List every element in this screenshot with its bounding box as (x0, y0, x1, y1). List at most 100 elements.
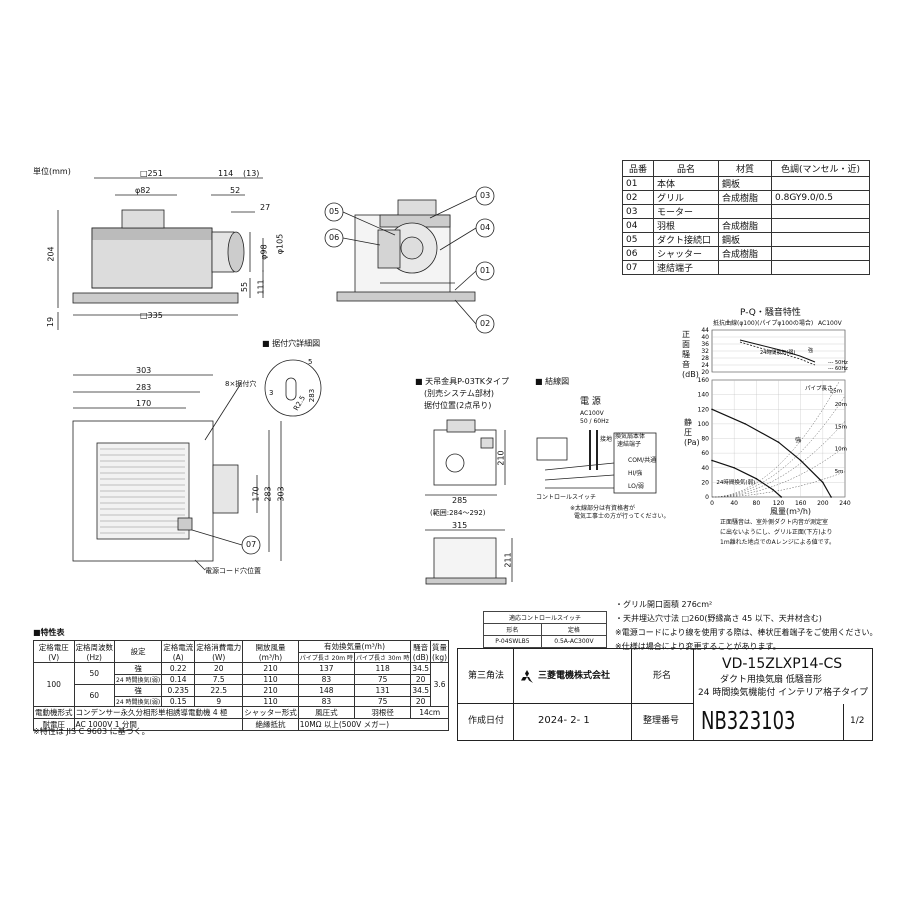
tb-desc1: ダクト用換気扇 低騒音形 (720, 675, 822, 685)
hanger-sub2: 据付位置(2点吊り) (424, 401, 492, 410)
callout-02: 02 (480, 319, 491, 328)
spec-h-power: 定格消費電力 (196, 642, 242, 652)
spec-h-eff20: パイプ長さ 20m 時 (297, 652, 356, 663)
tb-model: VD-15ZLXP14-CS (722, 656, 843, 672)
pq-x-tick-label: 240 (839, 500, 851, 507)
cell: 20 (194, 662, 244, 675)
pq-pressure-axis: 静圧(Pa) (684, 418, 700, 447)
spec-h-v: (V) (48, 652, 60, 662)
cell: 118 (354, 662, 412, 675)
pq-resistance-curve (711, 446, 846, 498)
parts-header-color: 色調(マンセル・近) (771, 160, 870, 177)
hanger-title: ■ 天吊金具P-03TKタイプ (415, 377, 509, 386)
table-row: 60 強 0.235 22.5 210 148 131 34.5 (34, 684, 449, 707)
wiring-switch: コントロールスイッチ (536, 494, 597, 501)
cell: 0.14 (161, 674, 196, 685)
noise-weak-label: 24時間換気(弱) (760, 349, 795, 356)
noise-tick-label: 28 (701, 355, 709, 362)
spec-h-noise: 騒音 (413, 642, 429, 652)
cell: 110 (242, 696, 299, 707)
noise-line-60 (739, 341, 816, 366)
spec-hz-50: 50 (73, 662, 115, 685)
tb-date: 2024- 2- 1 (538, 715, 590, 726)
legend-50: --- 50Hz (828, 360, 848, 366)
cell: 148 (297, 684, 356, 697)
pq-q-label: 風量(m³/h) (770, 507, 812, 516)
pq-vent24-label: 24時間換気(弱) (716, 478, 755, 486)
pq-y-tick-label: 100 (698, 421, 710, 428)
dim-170-top: 170 (136, 399, 152, 408)
cell: 75 (354, 674, 412, 685)
pq-point (822, 481, 824, 484)
noise-tick-label: 20 (701, 369, 709, 376)
control-switch-h2: 定格 (540, 623, 608, 636)
spec-insul-value: 10MΩ 以上(500V メガー) (297, 718, 450, 731)
note-4: ※仕様は場合により変更することがあります。 (615, 642, 781, 651)
dim-285: 285 (452, 496, 468, 505)
callout-05: 05 (329, 207, 340, 216)
tb-company: 三菱電機株式会社 (538, 671, 611, 681)
pq-point (733, 466, 735, 469)
cell: 34.5 (410, 662, 432, 675)
cell: 7.5 (194, 674, 244, 685)
cell: 0.15 (161, 696, 196, 707)
spec-mass: 3.6 (430, 662, 450, 707)
spec-h-hz: (Hz) (86, 652, 102, 662)
wiring-power: 電 源 (580, 397, 601, 407)
pq-y-tick-label: 120 (698, 406, 710, 413)
pq-point (780, 496, 783, 498)
pq-resistance-curve (711, 395, 846, 498)
hanger-sub1: (別売システム部材) (424, 389, 495, 398)
spec-insul-label: 絶縁抵抗 (242, 718, 299, 731)
wiring-com: COM/共通 (628, 457, 657, 464)
cell: 131 (354, 684, 412, 697)
cell: 速結端子 (653, 260, 719, 275)
noise-tick-label: 36 (701, 341, 709, 348)
pq-x-tick-label: 200 (817, 500, 829, 507)
pq-pipe-label: 5m (835, 469, 844, 475)
dim-303-top: 303 (136, 366, 152, 375)
noise-line-strong (739, 339, 816, 363)
cell: 0.235 (161, 684, 196, 697)
cell: 83 (297, 674, 356, 685)
cell: 34.5 (410, 684, 432, 697)
cell: 20 (410, 674, 432, 685)
hanger-range: (範囲:284～292) (430, 509, 486, 517)
pq-pipe-label: 20m (835, 402, 847, 408)
tb-page: 1/2 (850, 716, 865, 726)
pq-strong-label: 強 (795, 436, 801, 444)
pq-ac: AC100V (818, 320, 842, 327)
cell: 83 (297, 696, 356, 707)
spec-shutter-value: 風圧式 (297, 706, 356, 719)
pq-point (772, 488, 774, 491)
cell: 137 (297, 662, 356, 675)
pq-point (830, 496, 832, 498)
pq-note3: 1m離れた地点でのAレンジによる値です。 (720, 539, 835, 546)
pq-pipe-label: 10m (835, 447, 847, 453)
spec-h-setting: 設定 (113, 640, 163, 663)
dim-335: □335 (140, 311, 163, 320)
wiring-hi: HI/強 (628, 470, 643, 477)
pq-y-tick-label: 40 (701, 465, 709, 472)
pq-x-tick-label: 0 (710, 500, 714, 507)
pq-pipe-label: 15m (835, 424, 847, 430)
pq-point (777, 441, 780, 443)
noise-tick-label: 32 (701, 348, 709, 355)
pq-series-weak (711, 459, 782, 498)
pq-x-tick-label: 80 (753, 500, 761, 507)
tb-angle: 第三角法 (468, 671, 505, 681)
spec-blade-value: 14cm (410, 706, 450, 719)
pq-y-tick-label: 160 (698, 377, 710, 384)
callout-01: 01 (480, 266, 491, 275)
table-row: 電動機形式 コンデンサー永久分相形単相誘導電動機 4 極 シャッター形式 風圧式… (33, 706, 450, 719)
mount-hole-title: ■ 据付穴詳細図 (262, 339, 321, 348)
cell: 210 (242, 662, 299, 675)
note-3: ※電源コードにより線を使用する際は、棒状圧着端子をご使用ください。 (615, 628, 878, 637)
spec-motor-value: コンデンサー永久分相形単相誘導電動機 4 極 (73, 706, 244, 719)
pq-point (711, 459, 713, 462)
note-2: ・天井埋込穴寸法 □260(野縁高さ 45 以下、天井材含む) (615, 614, 822, 623)
cell: 0.22 (161, 662, 196, 675)
